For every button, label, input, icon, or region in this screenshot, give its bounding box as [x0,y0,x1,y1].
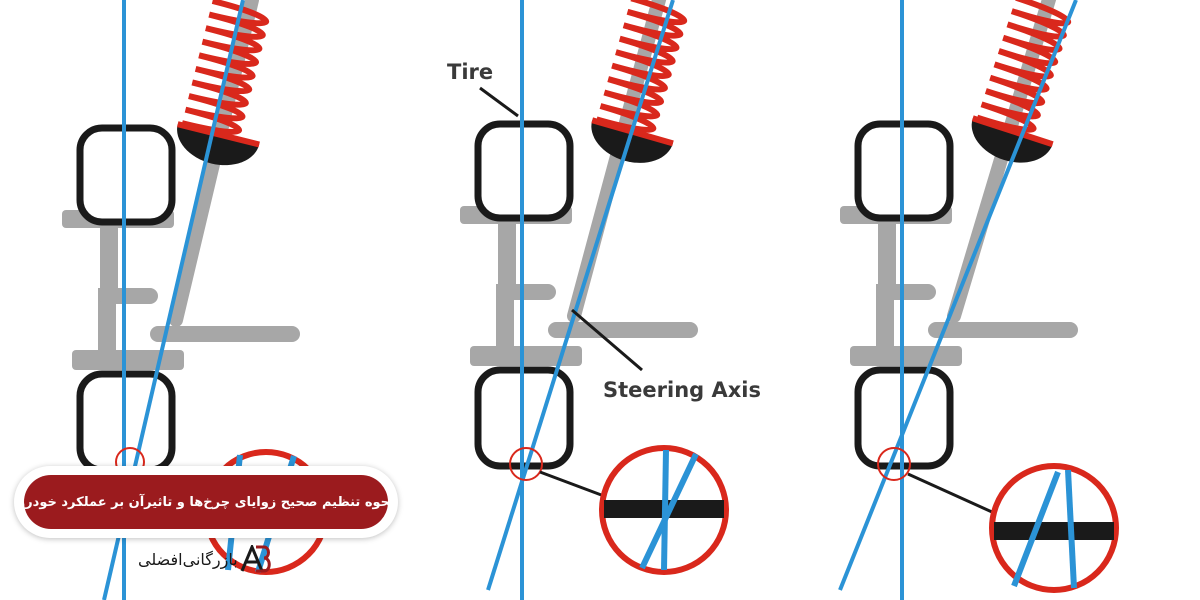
brand-name: بازرگانی‌افضلی [138,549,238,569]
tire-label: Tire [447,60,494,84]
panel-2 [460,0,729,600]
spring [971,0,1072,163]
panel-3 [838,0,1119,600]
steering-axis-line [838,0,1078,591]
spring [176,0,270,166]
brand: بازرگانی‌افضلی [138,544,274,574]
steering-axis-label: Steering Axis [603,378,761,402]
contact-point-circle [509,447,543,481]
magnifier-leader-line [539,470,605,498]
magnifier-circle [989,463,1119,593]
brand-logo-icon [240,545,271,573]
magnifier-leader-line [907,472,993,514]
axis-leader-line [571,308,643,372]
title-banner-fill: نحوه تنظیم صحیح زوایای چرخ‌ها و تاثیرآن … [17,475,395,529]
tire-leader-line [479,86,519,118]
magnifier-circle [599,445,729,575]
title-banner: نحوه تنظیم صحیح زوایای چرخ‌ها و تاثیرآن … [14,466,398,538]
steering-axis-line [486,0,675,591]
banner-title: نحوه تنظیم صحیح زوایای چرخ‌ها و تاثیرآن … [17,494,395,510]
contact-point-circle [877,447,911,481]
